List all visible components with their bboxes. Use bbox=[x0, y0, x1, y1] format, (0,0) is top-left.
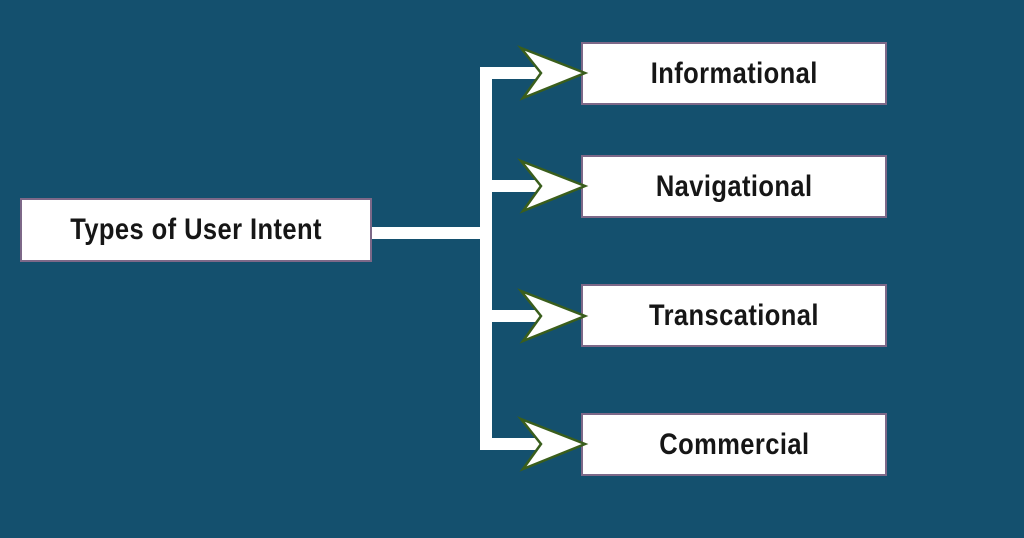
node-informational-label: Informational bbox=[650, 56, 818, 90]
node-informational: Informational bbox=[581, 42, 887, 105]
arrow-icon-navigational bbox=[517, 158, 589, 214]
arrow-icon-informational bbox=[517, 45, 589, 101]
root-node-types-of-user-intent: Types of User Intent bbox=[20, 198, 372, 262]
node-transcational: Transcational bbox=[581, 284, 887, 347]
node-navigational: Navigational bbox=[581, 155, 887, 218]
node-transcational-label: Transcational bbox=[649, 298, 819, 332]
node-commercial-label: Commercial bbox=[658, 427, 810, 461]
arrow-icon-commercial bbox=[517, 416, 589, 472]
node-navigational-label: Navigational bbox=[655, 169, 813, 203]
node-commercial: Commercial bbox=[581, 413, 887, 476]
arrow-icon-transcational bbox=[517, 288, 589, 344]
root-node-label: Types of User Intent bbox=[70, 213, 322, 246]
